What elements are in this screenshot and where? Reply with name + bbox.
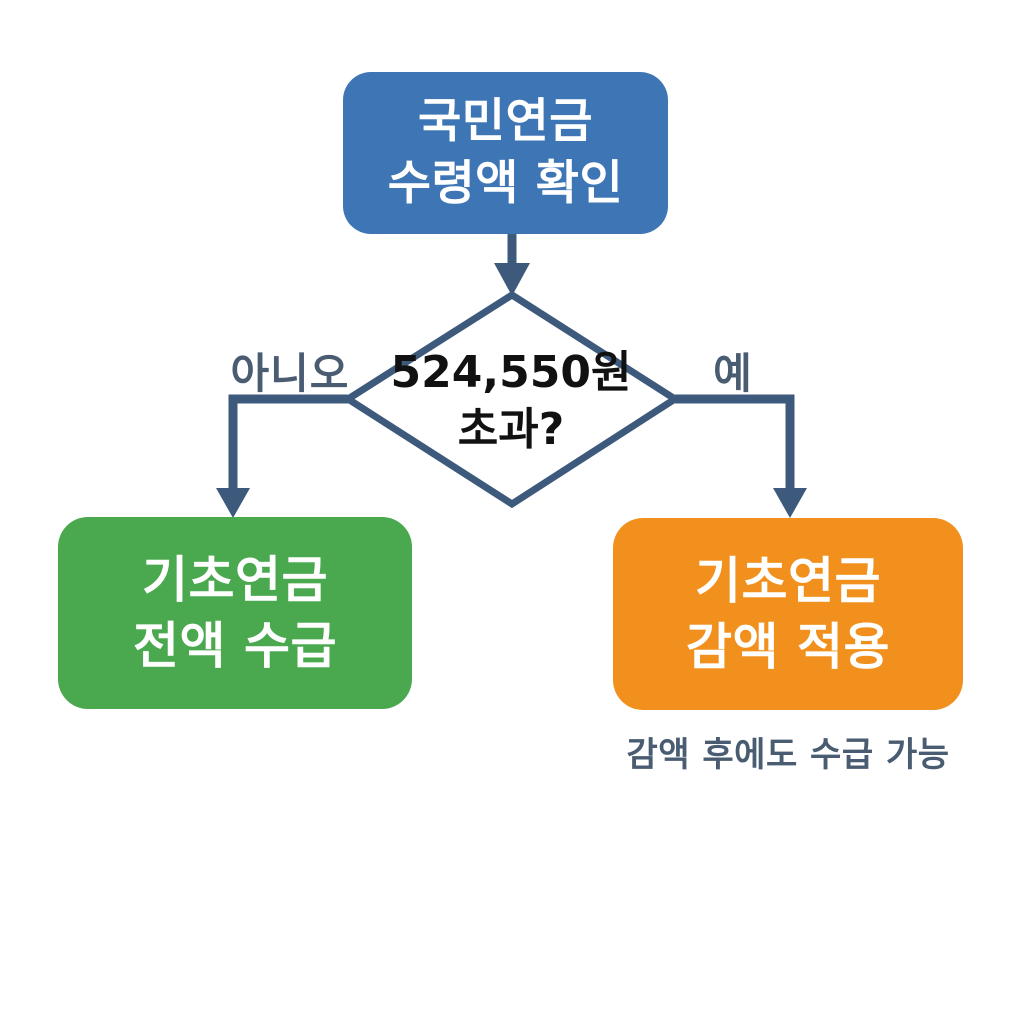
arrowhead-no bbox=[216, 488, 250, 518]
arrowhead-yes bbox=[773, 488, 807, 518]
node-full-pension: 기초연금 전액 수급 bbox=[58, 517, 412, 709]
node-start-check-pension: 국민연금 수령액 확인 bbox=[343, 72, 668, 234]
decision-diamond-shape bbox=[341, 290, 682, 509]
node-start-line1: 국민연금 bbox=[418, 93, 593, 149]
branch-label-no: 아니오 bbox=[230, 349, 350, 398]
edge-no-line bbox=[228, 394, 348, 494]
node-reduced-line1: 기초연금 bbox=[695, 552, 881, 610]
node-full-line1: 기초연금 bbox=[142, 551, 328, 609]
decision-node-label: 524,550원 초과? bbox=[361, 343, 661, 459]
note-text: 감액 후에도 수급 가능 bbox=[626, 735, 950, 775]
arrowhead-start-to-decision bbox=[494, 263, 530, 296]
node-start-line2: 수령액 확인 bbox=[387, 156, 624, 211]
decision-line1: 524,550원 bbox=[390, 346, 632, 398]
node-full-line2: 전액 수급 bbox=[133, 617, 337, 675]
edge-yes-line bbox=[675, 394, 795, 494]
node-reduced-pension: 기초연금 감액 적용 bbox=[613, 518, 963, 710]
branch-label-yes: 예 bbox=[713, 349, 753, 398]
decision-line2: 초과? bbox=[457, 404, 565, 455]
node-reduced-line2: 감액 적용 bbox=[686, 618, 890, 676]
